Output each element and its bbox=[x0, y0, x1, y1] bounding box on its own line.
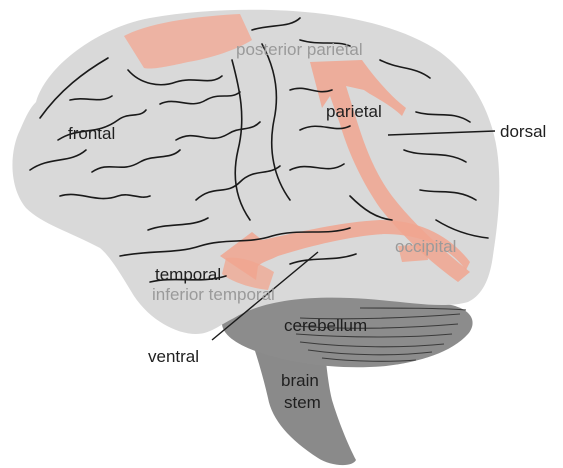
label-brain-stem-line1: brain bbox=[281, 371, 319, 390]
label-frontal: frontal bbox=[68, 124, 115, 143]
label-ventral: ventral bbox=[148, 347, 199, 366]
label-posterior-parietal: posterior parietal bbox=[236, 40, 363, 59]
label-inferior-temporal: inferior temporal bbox=[152, 285, 275, 304]
label-brain-stem-line2: stem bbox=[284, 393, 321, 412]
label-dorsal: dorsal bbox=[500, 122, 546, 141]
label-parietal: parietal bbox=[326, 102, 382, 121]
label-temporal: temporal bbox=[155, 265, 221, 284]
label-occipital: occipital bbox=[395, 237, 456, 256]
label-cerebellum: cerebellum bbox=[284, 316, 367, 335]
